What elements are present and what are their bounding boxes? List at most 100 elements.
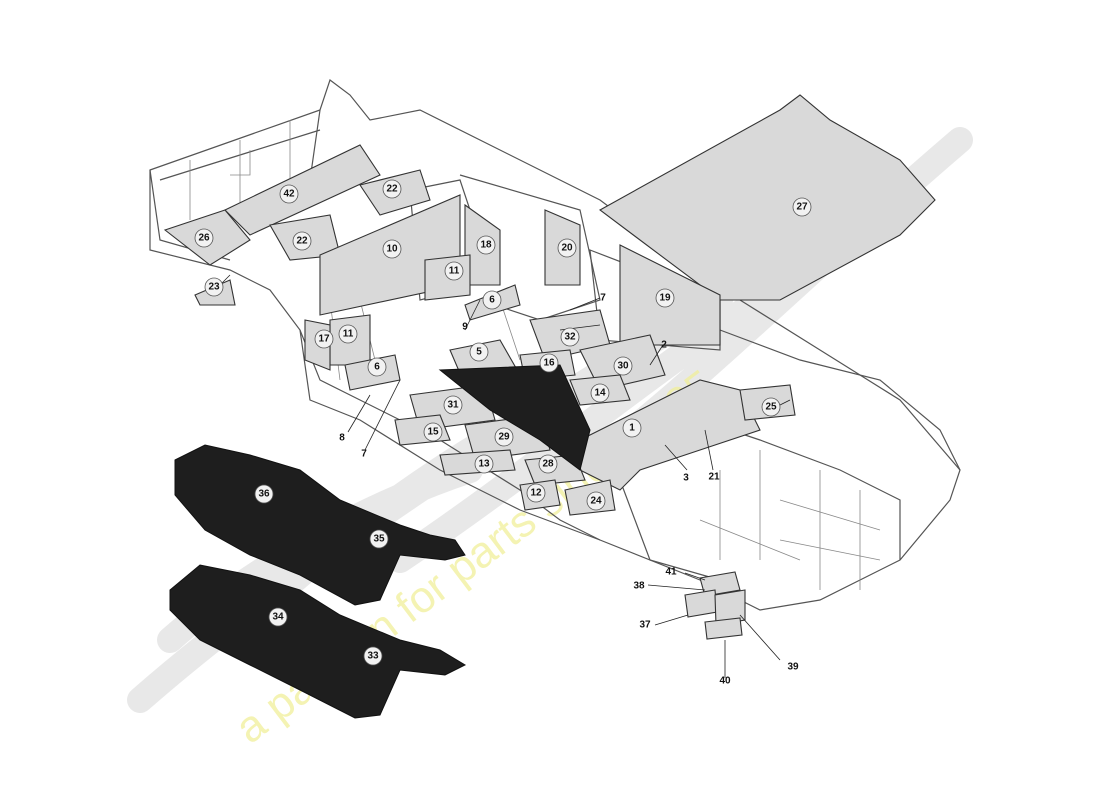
callout-circle <box>369 529 389 549</box>
callout-19: 19 <box>655 288 675 308</box>
callout-circle <box>363 646 383 666</box>
callout-25: 25 <box>761 397 781 417</box>
callout-label: 22 <box>386 184 398 195</box>
callout-31: 31 <box>443 395 463 415</box>
callout-label: 12 <box>530 488 542 499</box>
callout-label: 32 <box>564 332 576 343</box>
callout-6: 6 <box>367 357 387 377</box>
callout-label: 18 <box>480 240 492 251</box>
callout-42: 42 <box>279 184 299 204</box>
callout-label: 23 <box>208 282 220 293</box>
callout-label: 31 <box>447 400 459 411</box>
callout-circle <box>382 239 402 259</box>
callout-circle <box>494 427 514 447</box>
callout-21: 21 <box>708 472 720 483</box>
callout-circle <box>557 238 577 258</box>
callout-circle <box>792 197 812 217</box>
callout-label: 6 <box>489 295 495 306</box>
callout-9: 9 <box>462 322 468 333</box>
callout-label: 26 <box>198 233 210 244</box>
callout-33: 33 <box>363 646 383 666</box>
tunnel-carpet <box>438 364 591 471</box>
callout-label: 6 <box>374 362 380 373</box>
callout-circle <box>482 290 502 310</box>
callout-label: 29 <box>498 432 510 443</box>
callout-37: 37 <box>639 620 651 631</box>
callout-circle <box>279 184 299 204</box>
callout-6: 6 <box>482 290 502 310</box>
callout-label: 9 <box>462 322 468 333</box>
callout-label: 20 <box>561 243 573 254</box>
callout-label: 7 <box>600 293 606 304</box>
callout-11: 11 <box>338 324 358 344</box>
callout-circle <box>292 231 312 251</box>
callout-13: 13 <box>474 454 494 474</box>
callout-label: 14 <box>594 388 606 399</box>
callout-34: 34 <box>268 607 288 627</box>
callout-circle <box>338 324 358 344</box>
callout-30: 30 <box>613 356 633 376</box>
callout-circle <box>586 491 606 511</box>
callout-circle <box>204 277 224 297</box>
callout-label: 11 <box>449 266 460 277</box>
carpet-36-35 <box>174 444 466 606</box>
callout-circle <box>254 484 274 504</box>
callout-label: 2 <box>661 340 667 351</box>
callout-label: 5 <box>476 347 482 358</box>
callout-20: 20 <box>557 238 577 258</box>
callout-14: 14 <box>590 383 610 403</box>
callout-16: 16 <box>539 353 559 373</box>
callout-3: 3 <box>683 473 689 484</box>
callout-17: 17 <box>314 329 334 349</box>
bracket-38 <box>684 589 718 618</box>
callout-label: 28 <box>542 459 554 470</box>
callout-7: 7 <box>600 293 606 304</box>
callout-circle <box>761 397 781 417</box>
bracket-37 <box>714 589 746 626</box>
callout-27: 27 <box>792 197 812 217</box>
callout-circle <box>423 422 443 442</box>
callout-label: 22 <box>296 236 308 247</box>
callout-2: 2 <box>661 340 667 351</box>
callout-10: 10 <box>382 239 402 259</box>
callout-circle <box>314 329 334 349</box>
callout-label: 16 <box>543 358 555 369</box>
callout-15: 15 <box>423 422 443 442</box>
callout-label: 38 <box>633 581 645 592</box>
callout-29: 29 <box>494 427 514 447</box>
callout-circle <box>622 418 642 438</box>
callout-label: 42 <box>283 189 295 200</box>
callout-22: 22 <box>292 231 312 251</box>
callout-circle <box>539 353 559 373</box>
callout-36: 36 <box>254 484 274 504</box>
callout-label: 40 <box>719 676 731 687</box>
callout-label: 3 <box>683 473 689 484</box>
callout-circle <box>469 342 489 362</box>
loose-carpets <box>169 444 467 719</box>
callout-label: 24 <box>590 496 602 507</box>
bracket-40 <box>704 617 743 640</box>
callout-label: 17 <box>318 334 330 345</box>
callout-22: 22 <box>382 179 402 199</box>
callout-38: 38 <box>633 581 645 592</box>
callout-circle <box>538 454 558 474</box>
callout-circle <box>367 357 387 377</box>
callout-circle <box>560 327 580 347</box>
callout-circle <box>443 395 463 415</box>
callout-label: 35 <box>373 534 385 545</box>
callout-label: 11 <box>343 329 354 340</box>
callout-label: 13 <box>478 459 490 470</box>
callout-label: 25 <box>765 402 777 413</box>
callout-circle <box>194 228 214 248</box>
callout-8: 8 <box>339 433 345 444</box>
carpet-34-33 <box>169 564 467 719</box>
callout-label: 19 <box>659 293 671 304</box>
callout-circle <box>382 179 402 199</box>
callout-label: 1 <box>629 423 635 434</box>
panel-1 <box>579 379 761 491</box>
callout-label: 36 <box>258 489 270 500</box>
callout-label: 34 <box>272 612 284 623</box>
callout-circle <box>268 607 288 627</box>
callout-26: 26 <box>194 228 214 248</box>
